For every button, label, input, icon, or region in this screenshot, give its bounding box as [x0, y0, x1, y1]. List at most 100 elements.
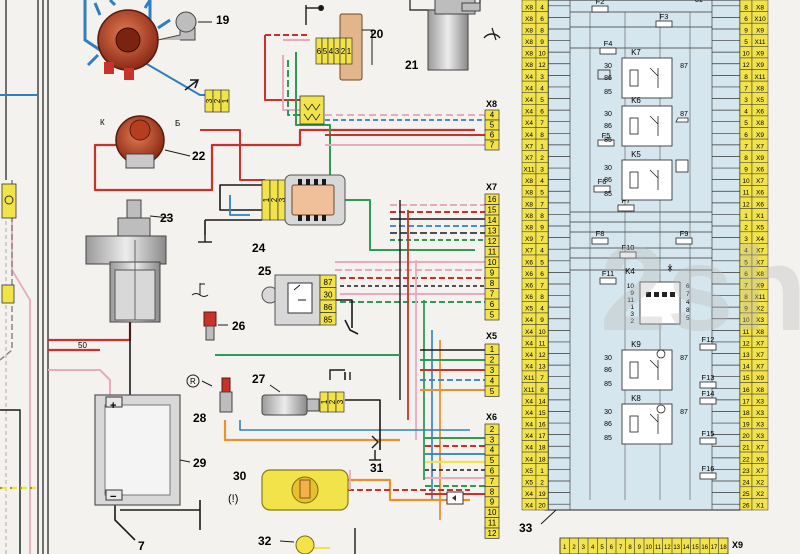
connector-pin-number: 9: [490, 498, 495, 507]
block-pin-number: 9: [744, 306, 748, 313]
block-connector-id: X8: [525, 4, 533, 11]
relay-contact: [649, 169, 659, 190]
block-pin-number: 8: [744, 294, 748, 301]
relay-pin-number: 87: [680, 111, 688, 118]
block-connector-id: X7: [756, 445, 764, 452]
fuse-label: F6: [598, 177, 607, 186]
block-pin-number: 6: [744, 271, 748, 278]
relay-pin: [319, 312, 337, 326]
block-pin-number: 10: [742, 51, 750, 58]
block-pin-number: 7: [540, 236, 544, 243]
block-pin-number: 8: [540, 132, 544, 139]
sensor-symbol-r: R: [190, 377, 196, 386]
fuse-f4: [599, 47, 617, 55]
fuse-f9: [675, 237, 693, 245]
connector-pin-number: 2: [213, 98, 222, 103]
connector-pin: [220, 89, 230, 113]
fuse-label: F15: [702, 429, 715, 438]
relay-pin-number: 4: [686, 299, 690, 306]
x9-pin-number: 9: [638, 545, 642, 551]
block-connector-id: X6: [525, 271, 533, 278]
fuse-f15: [699, 437, 717, 445]
component-label-19: 19: [216, 13, 230, 27]
block-connector-id: X4: [525, 422, 533, 429]
fuse-label: F14: [702, 389, 715, 398]
block-pin-number: 8: [540, 27, 544, 34]
connector-pin-number: 5: [490, 387, 495, 396]
x9-pin-number: 3: [582, 545, 586, 551]
block-connector-id: X6: [525, 294, 533, 301]
x9-pin-number: 16: [701, 545, 708, 551]
block-pin-number: 7: [744, 282, 748, 289]
x9-pin-number: 6: [610, 545, 614, 551]
connector-pin-number: 4: [490, 446, 495, 455]
relay-pin-number: 30: [604, 165, 612, 172]
relay-name: K7: [631, 48, 641, 57]
block-connector-id: X9: [525, 236, 533, 243]
block-connector-id: X2: [756, 491, 764, 498]
block-pin-number: 3: [540, 167, 544, 174]
connector-pin-number: 6: [490, 300, 495, 309]
block-connector-id: X6: [525, 282, 533, 289]
block-connector-id: X4: [525, 340, 533, 347]
block-pin-number: 10: [742, 178, 750, 185]
block-pin-number: 5: [744, 39, 748, 46]
connector-pin: [335, 391, 345, 413]
block-connector-id: X11: [523, 375, 534, 382]
relay-coil: [629, 69, 639, 87]
x9-pin-number: 10: [645, 545, 652, 551]
fuse-f14: [699, 397, 717, 405]
block-pin-number: 20: [538, 503, 546, 510]
block-connector-id: X9: [756, 375, 764, 382]
block-pin-number: 16: [742, 387, 750, 394]
relay-pin-number: 86: [604, 421, 612, 428]
connector-pin-number: 14: [488, 216, 497, 225]
block-pin-number: 12: [742, 201, 750, 208]
fuse-f11: [599, 277, 617, 285]
relay-pin-number: 85: [604, 435, 612, 442]
block-connector-id: X6: [525, 259, 533, 266]
harness-junction: [299, 95, 325, 125]
block-pin-number: 11: [539, 340, 546, 347]
connector-pin-number: 10: [488, 258, 497, 267]
relay-contact: [646, 292, 651, 297]
connector-pin-number: 2: [341, 47, 346, 56]
relay-contact: [670, 292, 675, 297]
ignition-distributor-19: 19: [86, 0, 230, 80]
connector-pin-number: 5: [323, 47, 328, 56]
block-connector-id: X11: [754, 294, 765, 301]
connector-pin-number: 6: [490, 467, 495, 476]
block-pin-number: 7: [540, 201, 544, 208]
connector-pin-number: 2: [490, 356, 495, 365]
connector-pin-number: 5: [490, 121, 495, 130]
block-connector-id: X3: [756, 422, 764, 429]
relay-name: K6: [631, 96, 641, 105]
block-pin-number: 8: [744, 4, 748, 11]
block-connector-id: X10: [754, 16, 766, 23]
block-pin-number: 8: [540, 294, 544, 301]
fuse-f10: [619, 251, 637, 259]
x9-pin-number: 4: [591, 545, 595, 551]
block-pin-number: 19: [742, 422, 750, 429]
rear-defrost-icon: [597, 69, 611, 80]
block-connector-id: X9: [756, 62, 764, 69]
fuse-label: F2: [596, 0, 605, 6]
block-pin-number: 6: [540, 16, 544, 23]
block-connector-id: X8: [756, 271, 764, 278]
connector-pin-number: 1: [347, 47, 352, 56]
block-pin-number: 15: [538, 410, 546, 417]
block-connector-id: X7: [756, 364, 764, 371]
sensor-28: R 28: [186, 374, 233, 425]
watermark: 2she: [600, 222, 800, 356]
connector-pin-number: 7: [490, 290, 495, 299]
block-connector-id: X4: [525, 317, 533, 324]
block-pin-right: [751, 498, 769, 511]
connector-pin-number: 1: [320, 399, 329, 404]
ignition-coil-22: К Б 22: [100, 115, 206, 169]
x9-pin-number: 13: [673, 545, 680, 551]
wires: [48, 0, 485, 554]
block-pin-number: 3: [744, 236, 748, 243]
block-connector-id: X8: [525, 213, 533, 220]
